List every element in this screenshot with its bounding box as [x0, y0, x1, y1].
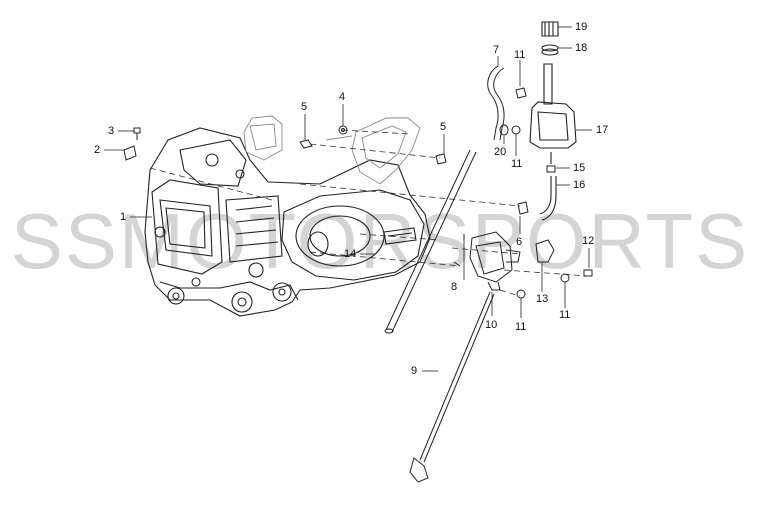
- engine-drawing: [144, 127, 431, 317]
- callout-14: 14: [344, 248, 357, 260]
- callout-3: 3: [108, 125, 115, 137]
- callout-16: 16: [573, 179, 586, 191]
- callout-2: 2: [94, 144, 101, 156]
- callout-20: 20: [494, 146, 507, 158]
- cable-drawing: [409, 291, 495, 483]
- callout-5b: 5: [440, 121, 447, 133]
- callout-6: 6: [516, 236, 523, 248]
- upper-shroud-drawing: [243, 115, 421, 185]
- callout-11a: 11: [511, 158, 523, 170]
- callout-18: 18: [575, 42, 588, 54]
- callout-15a: 11: [514, 49, 526, 61]
- callout-19: 19: [575, 21, 588, 33]
- callout-11c: 11: [559, 309, 571, 321]
- callout-15b: 15: [573, 162, 586, 174]
- breather-hose-drawing: [487, 65, 505, 141]
- callout-4: 4: [339, 91, 346, 103]
- hardware-drawing: [123, 87, 593, 299]
- callout-8: 8: [451, 281, 458, 293]
- canister-drawing: [469, 231, 555, 291]
- callout-7: 7: [493, 44, 500, 56]
- callout-13: 13: [536, 293, 549, 305]
- callout-12: 12: [582, 235, 595, 247]
- alignment-lines: [149, 129, 589, 297]
- callout-10: 10: [485, 319, 498, 331]
- reservoir-drawing: [529, 21, 577, 221]
- long-tube-drawing: [384, 149, 477, 334]
- leader-lines: [104, 26, 592, 372]
- callout-9: 9: [411, 365, 418, 377]
- callout-17: 17: [596, 124, 609, 136]
- callout-5a: 5: [301, 101, 308, 113]
- callout-11b: 11: [515, 321, 527, 333]
- callout-1: 1: [120, 211, 127, 223]
